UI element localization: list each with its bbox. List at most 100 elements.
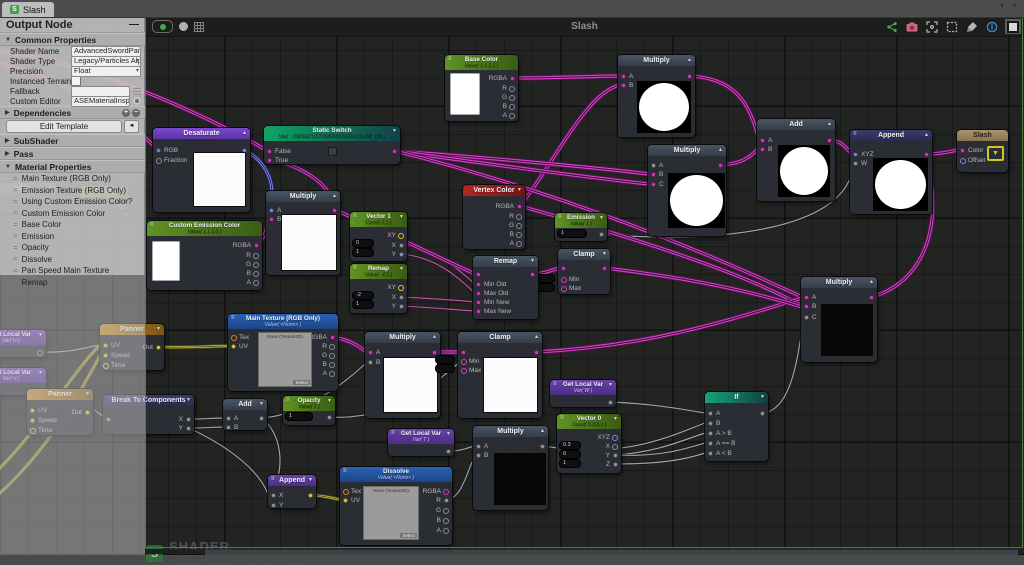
port-in-A[interactable] xyxy=(269,208,274,213)
node-main-texture[interactable]: ≡Main Texture (RGB Only)Value( <None> )T… xyxy=(228,314,338,391)
value-field[interactable]: 1 xyxy=(560,460,580,467)
node-menu-icon[interactable]: ≡ xyxy=(560,415,564,421)
port-out-B[interactable] xyxy=(509,104,515,110)
collapse-icon[interactable]: ▼ xyxy=(599,215,604,221)
collapse-icon[interactable]: ▲ xyxy=(687,57,692,63)
custom-editor-field[interactable]: ASEMaterialInspect xyxy=(71,95,130,107)
node-header[interactable]: Multiply▲ xyxy=(648,145,726,156)
shader-type-field[interactable]: Legacy/Particles Alph.▾ xyxy=(71,55,141,67)
port-in-A > B[interactable] xyxy=(708,431,713,436)
port-in-A[interactable] xyxy=(708,411,713,416)
drag-handle-icon[interactable]: = xyxy=(13,173,18,183)
port-in-B[interactable] xyxy=(621,83,626,88)
port-out-result[interactable] xyxy=(924,152,929,157)
port-in-B[interactable] xyxy=(368,360,373,365)
value-field[interactable] xyxy=(536,275,554,282)
collapse-icon[interactable]: ▼ xyxy=(613,416,618,422)
node-header[interactable]: Remap▼ xyxy=(473,256,538,267)
collapse-icon[interactable]: ▲ xyxy=(332,193,337,199)
port-in-XYZ[interactable] xyxy=(853,152,858,157)
collapse-icon[interactable]: ▼ xyxy=(259,401,264,407)
port-in-Tex[interactable] xyxy=(231,335,237,341)
fallback-field[interactable] xyxy=(71,85,130,97)
port-in-A[interactable] xyxy=(760,138,765,143)
port-out-B[interactable] xyxy=(329,362,335,368)
collapse-icon[interactable]: ▼ xyxy=(186,397,191,403)
port-in-Max New[interactable] xyxy=(476,309,481,314)
node-menu-icon[interactable]: ≡ xyxy=(343,468,347,474)
port-out-R[interactable] xyxy=(253,253,259,259)
node-header[interactable]: Multiply▲ xyxy=(266,191,340,202)
add-dependency-button[interactable]: + xyxy=(122,108,130,117)
port-out-X[interactable] xyxy=(399,295,404,300)
clean-icon[interactable] xyxy=(965,20,978,33)
collapse-icon[interactable]: ▼ xyxy=(446,431,451,437)
collapse-icon[interactable]: ▼ xyxy=(530,258,535,264)
port-out-B[interactable] xyxy=(443,518,449,524)
value-field[interactable]: 1 xyxy=(558,230,586,237)
port-out-X[interactable] xyxy=(612,444,618,450)
port-out-result[interactable] xyxy=(530,272,535,277)
port-in-A[interactable] xyxy=(226,416,231,421)
node-menu-icon[interactable]: ≡ xyxy=(448,56,452,62)
port-out-result[interactable] xyxy=(327,415,332,420)
node-menu-icon[interactable]: ≡ xyxy=(286,397,290,403)
port-in-Min New[interactable] xyxy=(476,300,481,305)
collapse-icon[interactable]: ▼ xyxy=(602,251,607,257)
screenshot-icon[interactable] xyxy=(905,20,918,33)
collapse-icon[interactable]: ▲ xyxy=(869,279,874,285)
port-out-result[interactable] xyxy=(534,350,539,355)
port-out-B[interactable] xyxy=(253,271,259,277)
port-out-R[interactable] xyxy=(329,344,335,350)
port-in-A[interactable] xyxy=(368,350,373,355)
material-property-item[interactable]: =Remap xyxy=(0,277,145,289)
maximize-icon[interactable] xyxy=(1005,19,1021,34)
node-header[interactable]: Vertex Color▼ xyxy=(463,185,525,196)
subshader-foldout[interactable]: ▶ SubShader xyxy=(0,134,145,147)
port-out-XY[interactable] xyxy=(398,233,404,239)
port-in-value[interactable] xyxy=(561,266,566,271)
port-in-B[interactable] xyxy=(708,421,713,426)
port-out-result[interactable] xyxy=(869,295,874,300)
drag-handle-icon[interactable]: = xyxy=(13,208,18,218)
drag-handle-icon[interactable]: = xyxy=(13,196,18,206)
drag-handle-icon[interactable]: = xyxy=(13,185,18,195)
remove-dependency-button[interactable]: − xyxy=(132,108,140,117)
collapse-icon[interactable]: ▲ xyxy=(432,334,437,340)
port-out-RGBA[interactable] xyxy=(330,335,335,340)
info-icon[interactable] xyxy=(985,20,998,33)
port-out-Y[interactable] xyxy=(186,426,191,431)
port-out-result[interactable] xyxy=(827,138,832,143)
port-in-UV[interactable] xyxy=(231,344,236,349)
value-field[interactable]: 0 xyxy=(353,240,373,247)
shader-name-field[interactable]: AdvancedSwordPartic xyxy=(71,45,141,57)
output-save-icon[interactable]: ▼ xyxy=(987,146,1004,161)
node-header[interactable]: ≡Append▼ xyxy=(268,475,316,486)
sphere-preview-toggle[interactable] xyxy=(179,22,188,31)
port-in-RGB[interactable] xyxy=(156,148,161,153)
port-out-G[interactable] xyxy=(253,262,259,268)
port-out-XYZ[interactable] xyxy=(612,435,618,441)
material-property-item[interactable]: =Pan Speed Main Texture xyxy=(0,265,145,277)
select-box-icon[interactable] xyxy=(945,20,958,33)
port-in-Min[interactable] xyxy=(561,277,567,283)
collapse-icon[interactable]: ▼ xyxy=(517,187,522,193)
value-field[interactable]: 1 xyxy=(286,413,312,420)
port-in-False[interactable] xyxy=(267,149,272,154)
collapse-icon[interactable]: ▲ xyxy=(718,147,723,153)
collapse-icon[interactable]: ▼ xyxy=(308,477,313,483)
value-field[interactable]: 0 xyxy=(560,451,580,458)
node-header[interactable]: ≡Append▲ xyxy=(850,130,932,141)
port-in-Fraction[interactable] xyxy=(156,158,162,164)
